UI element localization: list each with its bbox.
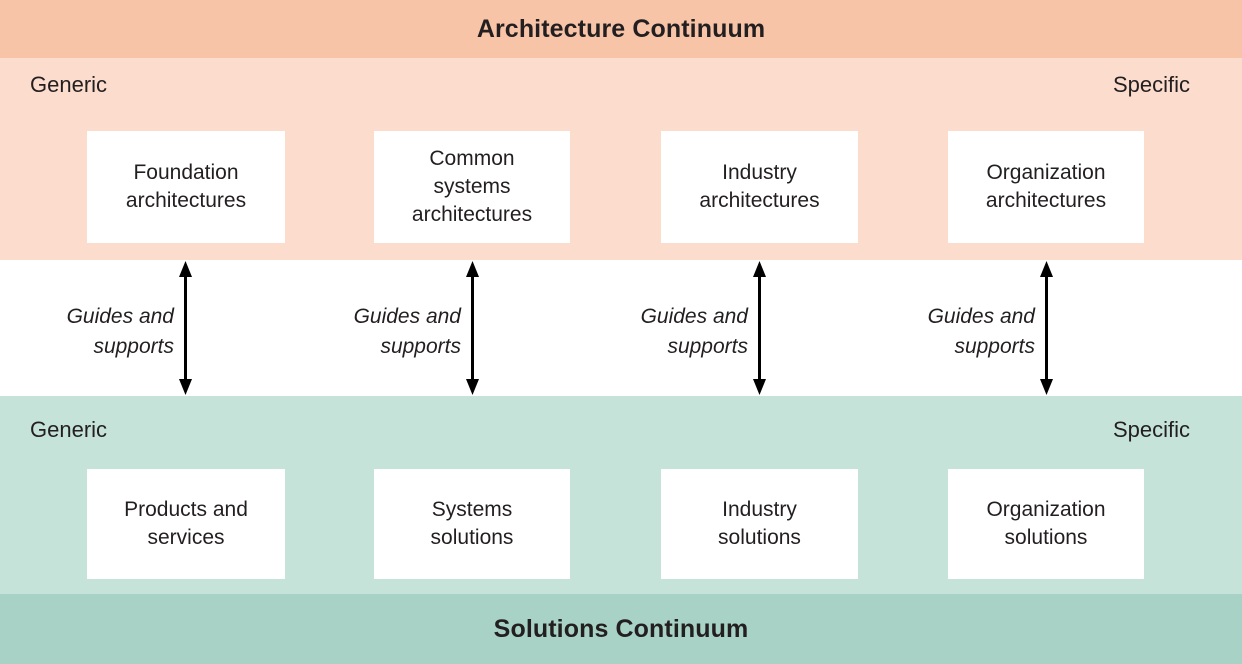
double-headed-vertical-arrow-icon (179, 261, 192, 395)
solutions-box-label: Systems solutions (430, 498, 514, 549)
solutions-continuum-banner: Solutions Continuum (0, 594, 1242, 664)
architecture-specific-label: Specific (1112, 72, 1190, 97)
architecture-box-industry[interactable]: Industry architectures (661, 131, 858, 243)
architecture-box-label: Common systems architectures (411, 147, 533, 226)
architecture-continuum-title: Architecture Continuum (476, 14, 766, 43)
architecture-box-label: Foundation architectures (125, 161, 247, 212)
architecture-box-label: Organization architectures (985, 161, 1107, 212)
solutions-generic-label: Generic (30, 417, 108, 442)
solutions-box-industry-solutions[interactable]: Industry solutions (661, 469, 858, 579)
connector-caption: Guides and supports (353, 305, 461, 358)
solutions-box-products-and-services[interactable]: Products and services (87, 469, 285, 579)
architecture-box-label: Industry architectures (699, 161, 820, 212)
solutions-box-label: Products and services (124, 498, 248, 549)
solutions-continuum-title: Solutions Continuum (493, 614, 749, 643)
connector-band (0, 260, 1242, 396)
architecture-box-common-systems[interactable]: Common systems architectures (374, 131, 570, 243)
architecture-continuum-banner: Architecture Continuum (0, 0, 1242, 58)
connector-caption: Guides and supports (927, 305, 1035, 358)
solutions-box-label: Industry solutions (718, 498, 801, 549)
connector-group-2: Guides and supports (287, 260, 483, 396)
connector-group-1: Guides and supports (0, 260, 196, 396)
solutions-box-label: Organization solutions (986, 498, 1106, 549)
solutions-box-organization-solutions[interactable]: Organization solutions (948, 469, 1144, 579)
architecture-box-organization[interactable]: Organization architectures (948, 131, 1144, 243)
double-headed-vertical-arrow-icon (466, 261, 479, 395)
connector-caption: Guides and supports (66, 305, 174, 358)
architecture-generic-label: Generic (30, 72, 108, 97)
double-headed-vertical-arrow-icon (1040, 261, 1053, 395)
architecture-box-foundation[interactable]: Foundation architectures (87, 131, 285, 243)
connector-group-4: Guides and supports (861, 260, 1057, 396)
solutions-box-systems-solutions[interactable]: Systems solutions (374, 469, 570, 579)
connector-caption: Guides and supports (640, 305, 748, 358)
solutions-specific-label: Specific (1112, 417, 1190, 442)
double-headed-vertical-arrow-icon (753, 261, 766, 395)
connector-group-3: Guides and supports (574, 260, 770, 396)
